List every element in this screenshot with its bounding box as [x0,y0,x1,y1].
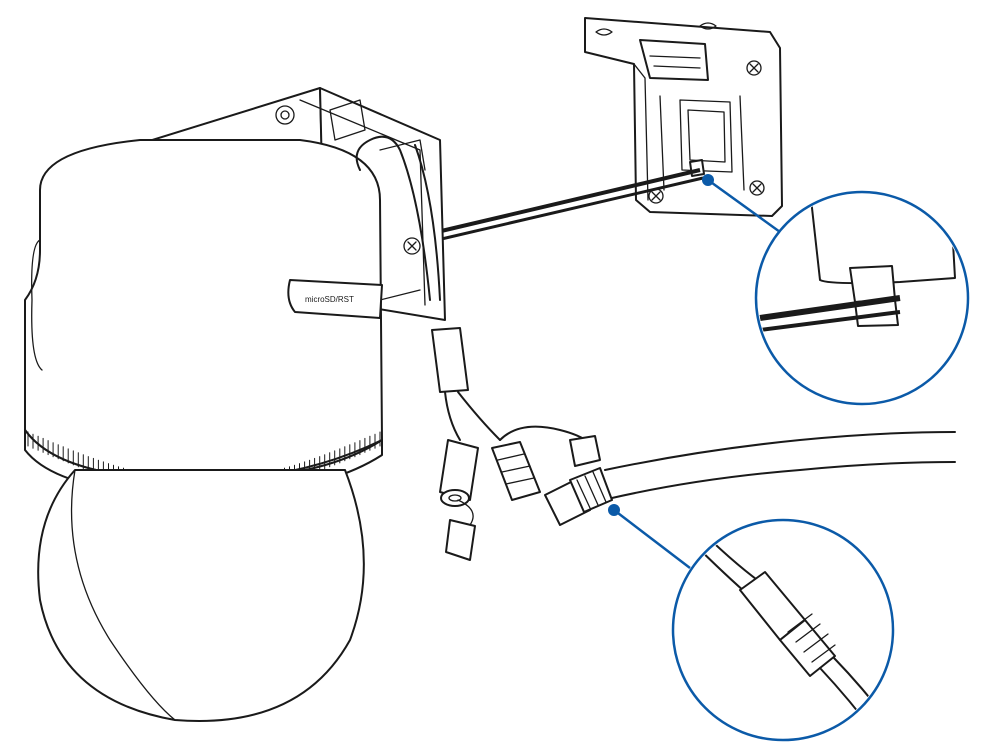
camera-dome [37,469,365,722]
camera-cable-bundle [355,135,501,441]
callout-cable-connector [608,504,895,742]
camera-rj45-connector [491,425,601,501]
callout-cable-connector-detail [679,522,891,738]
wall-mount-bracket [584,17,783,217]
network-cable-connector [544,431,956,526]
safety-tether [419,168,704,246]
callout-tether-clip-detail [759,194,956,332]
callout-tether-clip [702,174,970,406]
camera-body: microSD/RST [24,139,383,496]
dc-power-connector [439,439,479,561]
microsd-rst-label: microSD/RST [305,295,354,304]
